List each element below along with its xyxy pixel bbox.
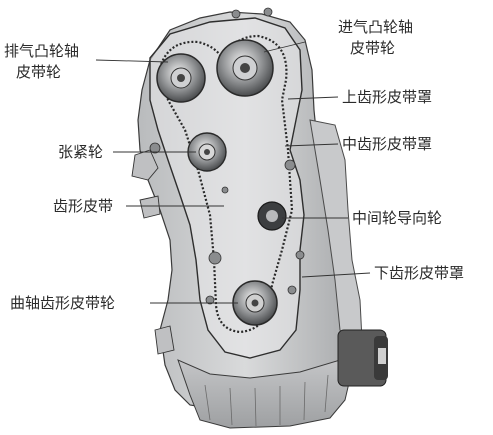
label-crank-belt-pulley: 曲轴齿形皮带轮 — [10, 294, 116, 312]
oil-pan — [177, 359, 353, 429]
label-exhaust-cam-pulley-line2: 皮带轮 — [16, 63, 62, 81]
label-lower-belt-cover: 下齿形皮带罩 — [374, 264, 465, 282]
tensioner-pulley — [187, 132, 227, 172]
label-intake-cam-pulley-line2: 皮带轮 — [350, 39, 396, 57]
exhaust-cam-pulley — [156, 53, 206, 103]
label-intake-cam-pulley-line1: 进气凸轮轴 — [338, 18, 414, 36]
idler-guide-pulley — [257, 201, 287, 231]
leader-lines — [95, 41, 371, 304]
crankshaft-pulley — [232, 280, 278, 326]
label-tensioner: 张紧轮 — [58, 143, 104, 161]
label-exhaust-cam-pulley-line1: 排气凸轮轴 — [4, 42, 80, 60]
label-toothed-belt: 齿形皮带 — [53, 197, 114, 215]
label-upper-belt-cover: 上齿形皮带罩 — [342, 88, 433, 106]
label-idler-guide-pulley: 中间轮导向轮 — [352, 209, 443, 227]
label-middle-belt-cover: 中齿形皮带罩 — [342, 135, 433, 153]
toothed-belt-path — [158, 34, 294, 334]
intake-cam-pulley — [216, 39, 274, 97]
